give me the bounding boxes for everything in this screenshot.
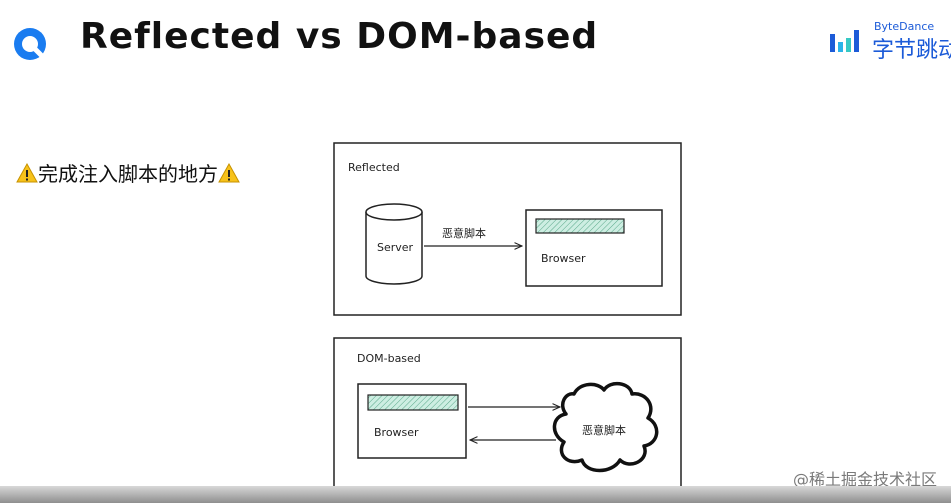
dom-based-frame xyxy=(333,337,682,486)
bullet-point: 完成注入脚本的地方 xyxy=(16,158,240,187)
server-label: Server xyxy=(377,241,414,254)
brand-logo: ByteDance 字节跳动 xyxy=(826,20,951,62)
bullet-text: 完成注入脚本的地方 xyxy=(38,162,218,186)
server-cylinder xyxy=(365,203,423,285)
brand-name: 字节跳动 xyxy=(872,38,951,62)
cloud-label: 恶意脚本 xyxy=(582,424,626,437)
dom-based-diagram xyxy=(333,337,682,486)
arrow-label: 恶意脚本 xyxy=(442,227,486,240)
reflected-diagram xyxy=(333,142,682,316)
reflected-caption: Reflected xyxy=(348,161,400,174)
slide-title: Reflected vs DOM-based xyxy=(80,16,599,57)
browser-label: Browser xyxy=(541,252,586,265)
browser-address-bar xyxy=(535,218,625,234)
browser-address-bar xyxy=(367,394,459,411)
dom-based-caption: DOM-based xyxy=(357,352,421,365)
warning-icon xyxy=(16,162,38,182)
video-progress-bar[interactable] xyxy=(0,486,951,503)
warning-icon xyxy=(218,162,240,182)
app-logo-icon xyxy=(14,28,46,60)
watermark: @稀土掘金技术社区 xyxy=(792,470,937,489)
malicious-script-cloud xyxy=(552,381,659,473)
dom-browser-label: Browser xyxy=(374,426,419,439)
reflected-frame xyxy=(333,142,682,316)
bytedance-mark-icon xyxy=(830,30,859,52)
brand-small-text: ByteDance xyxy=(874,20,935,33)
